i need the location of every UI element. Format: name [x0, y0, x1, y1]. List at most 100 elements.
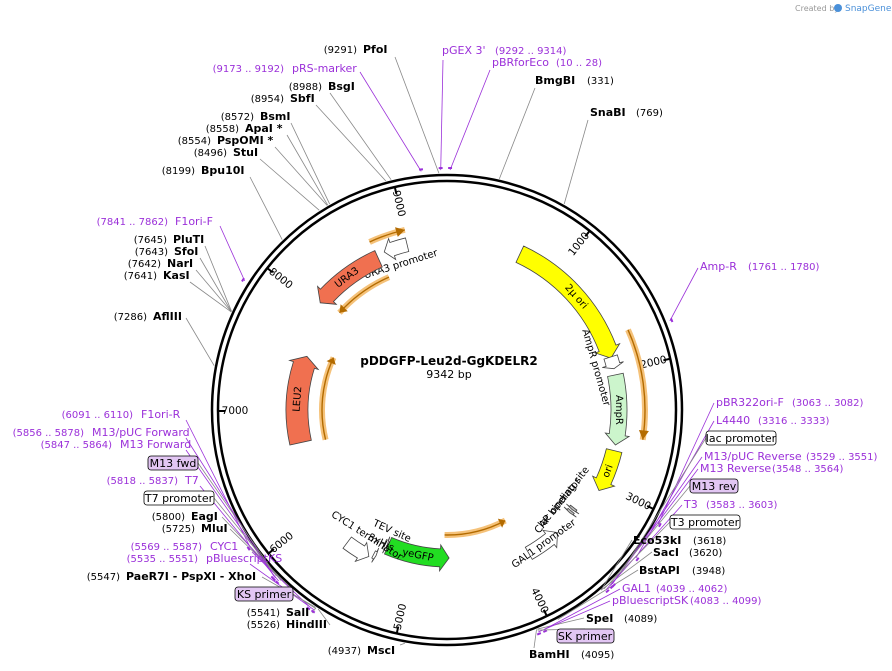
primer-leader-gal1: [544, 588, 621, 630]
boxed-label-m13-rev: M13 rev: [689, 478, 739, 494]
enzyme-eagi-pos: (5800): [152, 512, 185, 523]
enzyme-pluti: PluTI: [173, 233, 204, 246]
box-leader-m13-fwd: [197, 462, 277, 577]
primer-leader-l4440: [635, 420, 715, 559]
enzyme-msci-pos: (4937): [328, 646, 361, 657]
plasmid-length: 9342 bp: [426, 368, 471, 381]
box-leader-t3-promoter: [603, 521, 671, 590]
primer-leader-t3: [605, 504, 683, 590]
box-leader-m13-rev: [608, 485, 691, 585]
primer-leader-prs-marker: [359, 71, 422, 172]
feature-gal1-promoter: [524, 529, 558, 560]
primer-site-t7: [275, 580, 280, 585]
tick-mark-3000: [646, 505, 654, 510]
svg-text:M13 fwd: M13 fwd: [150, 457, 197, 470]
primer-pbr322ori-f-pos: (3063 .. 3082): [792, 398, 864, 409]
svg-text:T3 promoter: T3 promoter: [670, 516, 740, 529]
enzyme-sfoi: SfoI: [174, 245, 198, 258]
feature-label-ampr: AmpR: [613, 395, 624, 425]
enzyme-bstapi: BstAPI: [639, 564, 680, 577]
leader-hindiii: [317, 608, 331, 626]
boxed-label-t3-promoter: T3 promoter: [669, 514, 741, 530]
primer-f1ori-f: F1ori-F: [175, 215, 213, 228]
primer-site-m13-reverse: [609, 585, 615, 590]
enzyme-pfoi-pos: (9291): [324, 45, 357, 56]
tick-mark-1000: [584, 230, 591, 237]
feature-ura3: [316, 250, 383, 305]
primer-site-pbr322ori-f: [658, 522, 662, 528]
primer-l4440: L4440: [716, 414, 750, 427]
tick-label-9000: 9000: [390, 189, 408, 218]
primer-m13-puc-forward: M13/pUC Forward: [92, 426, 190, 439]
primer-gal1: GAL1: [622, 582, 651, 595]
boxed-label-m13-fwd: M13 fwd: [147, 455, 199, 471]
primer-leader-cyc1: [251, 551, 310, 608]
primer-f1ori-r: F1ori-R: [141, 408, 181, 421]
enzyme-eagi: EagI: [191, 510, 218, 523]
orf-arrowhead-1: [497, 518, 506, 528]
enzyme-afliii-pos: (7286): [114, 312, 147, 323]
leader-bpu10i: [249, 176, 283, 240]
tick-mark-5000: [395, 626, 400, 634]
tick-label-3000: 3000: [624, 490, 653, 512]
orf-arrowhead-3: [339, 304, 348, 313]
tick-label-5000: 5000: [392, 602, 410, 631]
primer-leader-pbluescriptsk: [538, 600, 611, 633]
enzyme-kasi-pos: (7641): [124, 271, 157, 282]
enzyme-sfoi-pos: (7643): [135, 247, 168, 258]
primer-pgex3: pGEX 3': [442, 44, 486, 57]
primer-cyc1-pos: (5569 .. 5587): [131, 542, 203, 553]
leader-mlui: [229, 528, 293, 591]
enzyme-bpu10i-pos: (8199): [162, 166, 195, 177]
boxed-label-sk-primer: SK primer: [556, 628, 615, 644]
primer-m13-forward-pos: (5847 .. 5864): [41, 440, 113, 451]
enzyme-pluti-pos: (7645): [134, 235, 167, 246]
leader-eco53ki: [600, 539, 633, 591]
primer-leader-pbr322ori-f: [657, 402, 715, 525]
snapgene-logo-icon: [834, 4, 842, 12]
orf-arrowhead-4: [395, 227, 405, 237]
leader-stui: [259, 158, 320, 211]
primer-cyc1: CYC1: [210, 540, 238, 553]
primer-prs-marker-pos: (9173 .. 9192): [213, 64, 285, 75]
primer-site-m13-forward: [271, 577, 277, 582]
enzyme-mlui-pos: (5725): [162, 524, 195, 535]
leader-sbfi: [315, 104, 387, 182]
primer-leader-pgex-3: [440, 59, 444, 171]
svg-text:KS primer: KS primer: [237, 588, 292, 601]
primer-pbrforeco-pos: (10 .. 28): [556, 58, 602, 69]
primer-site-gal1: [542, 629, 548, 633]
orfs: [319, 226, 649, 538]
feature-label-leu2: LEU2: [291, 386, 304, 412]
svg-text:T7 promoter: T7 promoter: [144, 492, 214, 505]
tick-label-2000: 2000: [639, 354, 668, 372]
primer-prs-marker: pRS-marker: [292, 62, 357, 75]
primer-leader-m13-forward: [185, 449, 276, 579]
primer-pbr322ori-f: pBR322ori-F: [716, 396, 784, 409]
enzyme-saci-pos: (3620): [689, 548, 722, 559]
feature-cyc1-terminator: [342, 536, 370, 563]
enzyme-sbfi: SbfI: [290, 92, 315, 105]
orf-arc-0: [625, 328, 648, 441]
primer-site-l4440: [635, 557, 640, 562]
primer-l4440-pos: (3316 .. 3333): [758, 416, 830, 427]
primer-m13-puc-reverse: M13/pUC Reverse: [704, 450, 802, 463]
primer-m13-puc-reverse-pos: (3529 .. 3551): [806, 452, 878, 463]
enzyme-pspomi-pos: (8554): [178, 136, 211, 147]
created-by-text: Created by: [795, 4, 839, 13]
enzyme-sali-pos: (5541): [247, 608, 280, 619]
leader-msci: [399, 642, 405, 646]
primer-pbluescriptks: pBluescriptKS: [206, 552, 282, 565]
primer-leader-pbrforeco: [449, 69, 491, 171]
primer-site-cyc1: [306, 606, 311, 611]
enzyme-nari-pos: (7642): [128, 259, 161, 270]
primer-t3-pos: (3583 .. 3603): [706, 500, 778, 511]
enzyme-hindiii-pos: (5526): [247, 620, 280, 631]
svg-text:SK primer: SK primer: [558, 630, 613, 643]
primer-m13-reverse-pos: (3548 .. 3564): [772, 464, 844, 475]
enzyme-apai: ApaI *: [245, 122, 283, 135]
feature-cap-binding-site: [566, 503, 580, 515]
primer-amp-r: Amp-R: [700, 260, 737, 273]
leader-snabi: [563, 119, 589, 205]
primer-site-f1ori-f: [241, 277, 245, 283]
